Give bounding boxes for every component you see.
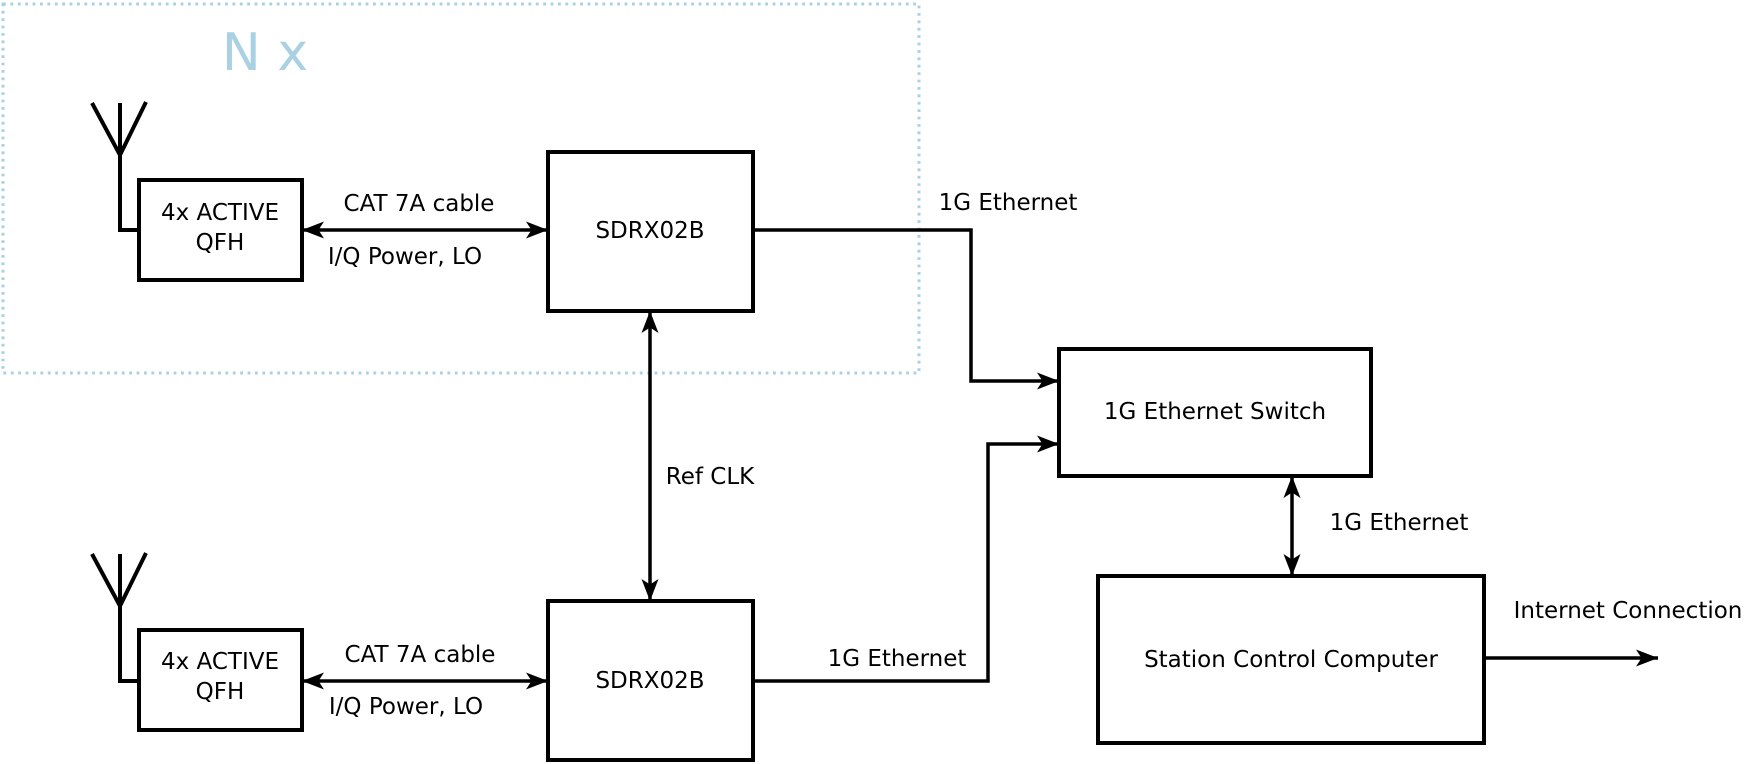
replication-group-label: N x: [221, 23, 309, 83]
iq-power-bottom-label: I/Q Power, LO: [328, 694, 484, 720]
sdrx-top-box: [546, 150, 755, 313]
sdrx-bottom-label: SDRX02B: [595, 668, 705, 694]
sdrx-bottom-box: [546, 599, 755, 762]
qfh-top-box: [137, 178, 304, 282]
cat7a-top-label: CAT 7A cable: [343, 191, 495, 217]
replication-group-box: [1, 2, 921, 375]
refclk-label: Ref CLK: [665, 464, 755, 490]
ethernet-top-connector: [753, 228, 1059, 390]
ethernet-top-label: 1G Ethernet: [938, 190, 1078, 216]
qfh-bottom-label-line1: 4x ACTIVE: [160, 649, 280, 675]
qfh-top-label: 4x ACTIVE QFH: [161, 198, 279, 258]
internet-connection-label: Internet Connection: [1513, 598, 1743, 624]
ethernet-switch-box: [1057, 347, 1373, 478]
qfh-top-label-line1: 4x ACTIVE: [160, 200, 280, 226]
ethernet-bottom-label: 1G Ethernet: [827, 646, 967, 672]
antenna-icon: [90, 552, 148, 683]
ethernet-switch-computer-label: 1G Ethernet: [1329, 510, 1469, 536]
qfh-top-label-line2: QFH: [195, 230, 245, 256]
qfh-bottom-label: 4x ACTIVE QFH: [161, 647, 279, 707]
station-computer-box: [1096, 574, 1486, 745]
qfh-bottom-label-line2: QFH: [195, 679, 245, 705]
cat7a-bottom-label: CAT 7A cable: [344, 642, 496, 668]
iq-power-top-label: I/Q Power, LO: [327, 244, 483, 270]
ethernet-bottom-connector: [753, 435, 1059, 683]
station-computer-label: Station Control Computer: [1144, 647, 1438, 673]
sdrx-top-label: SDRX02B: [595, 218, 705, 244]
qfh-bottom-box: [137, 628, 304, 732]
antenna-icon: [90, 101, 148, 232]
ethernet-switch-label: 1G Ethernet Switch: [1103, 399, 1327, 425]
